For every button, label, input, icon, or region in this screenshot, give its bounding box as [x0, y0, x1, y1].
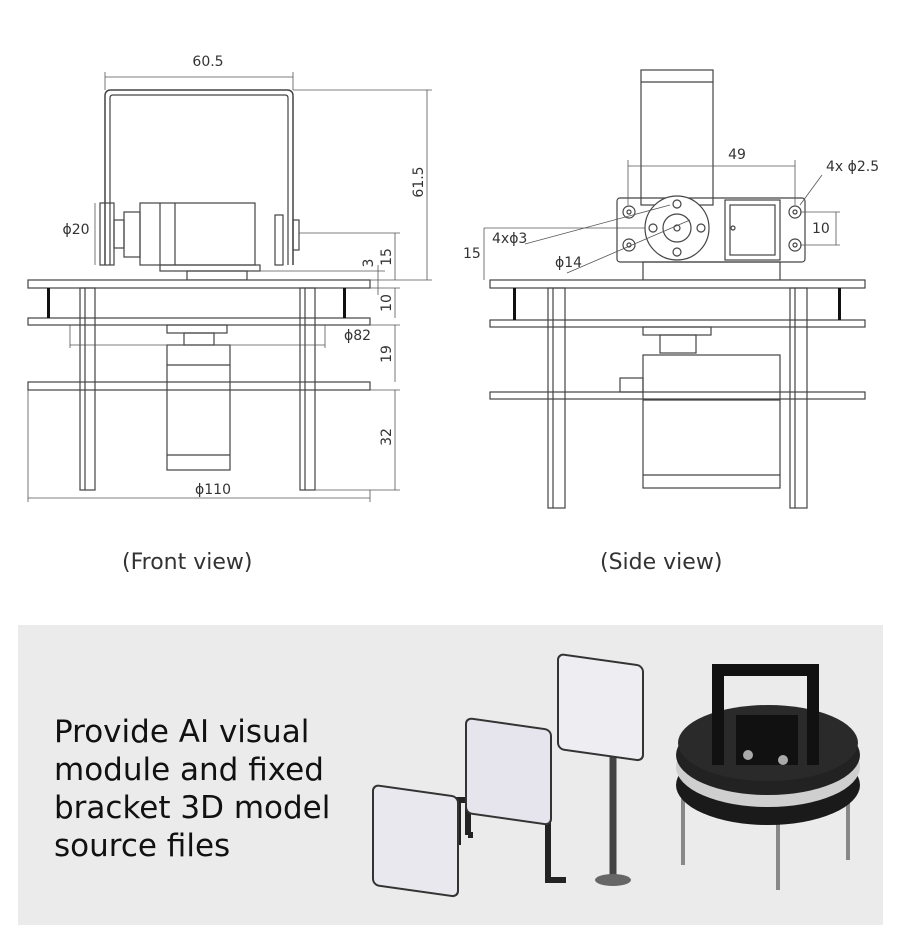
side-view-caption: (Side view)	[600, 550, 723, 575]
side-view-drawing	[489, 69, 866, 509]
promo-line: source files	[54, 828, 231, 864]
promo-line: Provide AI visual	[54, 714, 310, 750]
side-view-dimension-labels: 49 4x ϕ2.5 10 4xϕ3 ϕ14 15	[463, 147, 879, 271]
dim-base-diameter: ϕ110	[195, 482, 231, 498]
dim-height-total: 61.5	[411, 166, 427, 197]
dim-plate-gap-2: 19	[379, 345, 395, 363]
front-view-caption: (Front view)	[122, 550, 253, 575]
front-view-dimension-labels: 60.5 61.5 ϕ20 15 3 10 ϕ82 19 32 ϕ110	[62, 54, 427, 498]
dim-mount-holes: 4x ϕ2.5	[826, 159, 879, 175]
dim-inner-plate-diameter: ϕ82	[344, 328, 371, 344]
dim-horn-diameter: ϕ14	[555, 255, 582, 271]
pan-tilt-turret	[676, 664, 860, 890]
front-view-dimension-lines	[27, 72, 432, 502]
front-view-drawing	[27, 89, 371, 491]
dim-hole-spacing: 49	[728, 147, 746, 163]
promo-line: bracket 3D model	[54, 790, 331, 826]
promo-line: module and fixed	[54, 752, 324, 788]
dim-leg-height: 32	[379, 428, 395, 446]
camera-module-mid-bracket	[465, 717, 552, 838]
dim-plate-gap-1: 10	[379, 294, 395, 312]
3d-model-renders	[372, 653, 860, 898]
dim-gap: 3	[361, 259, 377, 268]
dim-hole-pitch: 10	[812, 221, 830, 237]
dim-axis-height-side: 15	[463, 246, 481, 262]
dim-width-bracket: 60.5	[192, 54, 223, 70]
side-view-dimension-lines	[483, 160, 840, 280]
camera-module-pole-stand	[557, 653, 644, 886]
dim-axis-height: 15	[379, 248, 395, 266]
dim-hub-diameter: ϕ20	[62, 222, 89, 238]
dim-horn-holes: 4xϕ3	[492, 231, 527, 247]
promo-text: Provide AI visual module and fixed brack…	[54, 713, 330, 865]
promo-panel: Provide AI visual module and fixed brack…	[18, 625, 883, 925]
